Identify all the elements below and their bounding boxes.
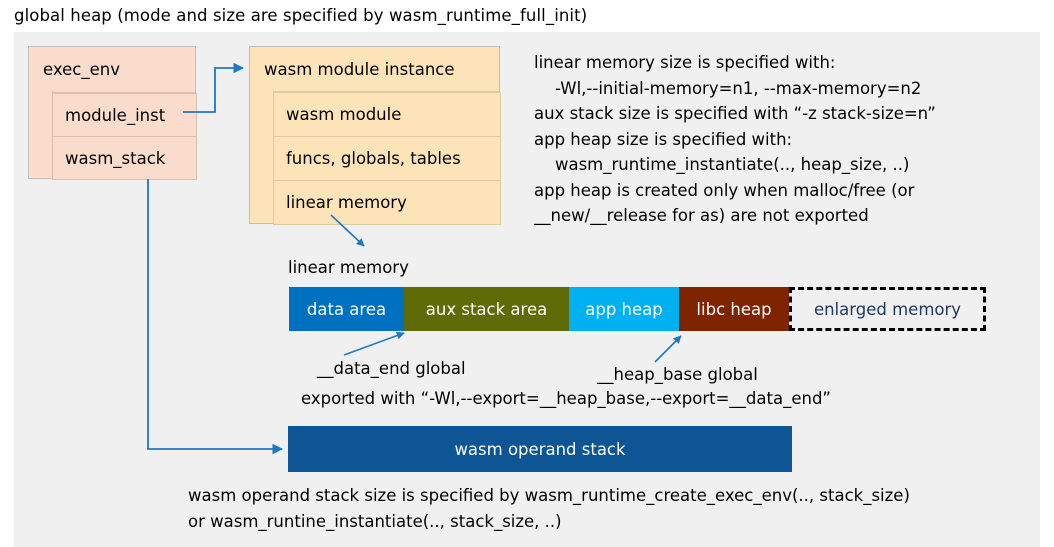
exec-env-field-module-inst-label: module_inst [65,105,166,125]
linear-memory-segment-libc-heap[interactable]: libc heap [679,287,789,331]
wasm-module-instance-header-label: wasm module instance [264,59,455,79]
annotation-heap-base: __heap_base global [597,365,758,384]
linear-memory-segment-app-heap-label: app heap [585,299,663,319]
exec-env-field-module-inst: module_inst [52,93,197,137]
operand-stack-notes-line-2: or wasm_runtine_instantiate(.., stack_si… [188,511,562,531]
exec-env-gutter [29,91,53,178]
linear-memory-caption: linear memory [288,258,409,277]
linear-memory-segment-aux-stack-area[interactable]: aux stack area [404,287,569,331]
wasm-module-instance-box: wasm module instance wasm module funcs, … [249,46,501,225]
wasm-module-instance-field-linear-memory: linear memory [273,180,501,225]
wasm-module-instance-header: wasm module instance [250,47,499,92]
wasm-module-instance-field-linear-memory-label: linear memory [286,193,407,212]
page-title: global heap (mode and size are specified… [14,6,588,25]
annotation-exported-with: exported with “-Wl,--export=__heap_base,… [301,389,831,408]
operand-stack-notes: wasm operand stack size is specified by … [188,483,910,534]
memory-size-notes-line-6: app heap is created only when malloc/fre… [534,180,915,200]
memory-size-notes: linear memory size is specified with: -W… [534,50,936,229]
linear-memory-segment-data-area-label: data area [306,299,387,319]
operand-stack-notes-line-1: wasm operand stack size is specified by … [188,486,910,505]
memory-size-notes-line-4: app heap size is specified with: [534,129,793,149]
exec-env-header-label: exec_env [43,60,120,79]
wasm-module-instance-gutter [250,90,274,223]
memory-size-notes-line-1: linear memory size is specified with: [534,53,836,72]
linear-memory-segment-libc-heap-label: libc heap [696,299,772,319]
linear-memory-segment-enlarged-memory-label: enlarged memory [813,299,962,319]
exec-env-field-wasm-stack-label: wasm_stack [65,148,166,168]
exec-env-box: exec_env module_inst wasm_stack [28,46,197,180]
linear-memory-segment-aux-stack-area-label: aux stack area [425,299,548,319]
memory-size-notes-line-7: __new/__release for as) are not exported [534,206,869,225]
exec-env-header: exec_env [29,47,195,93]
wasm-module-instance-field-funcs-globals-tables: funcs, globals, tables [273,136,501,181]
linear-memory-segment-app-heap[interactable]: app heap [569,287,679,331]
memory-size-notes-line-5: wasm_runtime_instantiate(.., heap_size, … [534,155,910,174]
memory-size-notes-line-3: aux stack size is specified with “-z sta… [534,104,936,123]
wasm-operand-stack-bar[interactable]: wasm operand stack [288,426,792,472]
linear-memory-segment-enlarged-memory[interactable]: enlarged memory [789,287,986,331]
linear-memory-bar: data area aux stack area app heap libc h… [289,287,986,331]
memory-size-notes-line-2: -Wl,--initial-memory=n1, --max-memory=n2 [534,78,922,98]
linear-memory-segment-data-area[interactable]: data area [289,287,404,331]
annotation-data-end: __data_end global [317,359,466,378]
wasm-module-instance-field-funcs-globals-tables-label: funcs, globals, tables [286,149,461,168]
exec-env-field-wasm-stack: wasm_stack [52,136,197,180]
wasm-operand-stack-label: wasm operand stack [454,439,626,459]
wasm-module-instance-field-wasm-module: wasm module [273,92,501,137]
wasm-module-instance-field-wasm-module-label: wasm module [286,105,402,124]
